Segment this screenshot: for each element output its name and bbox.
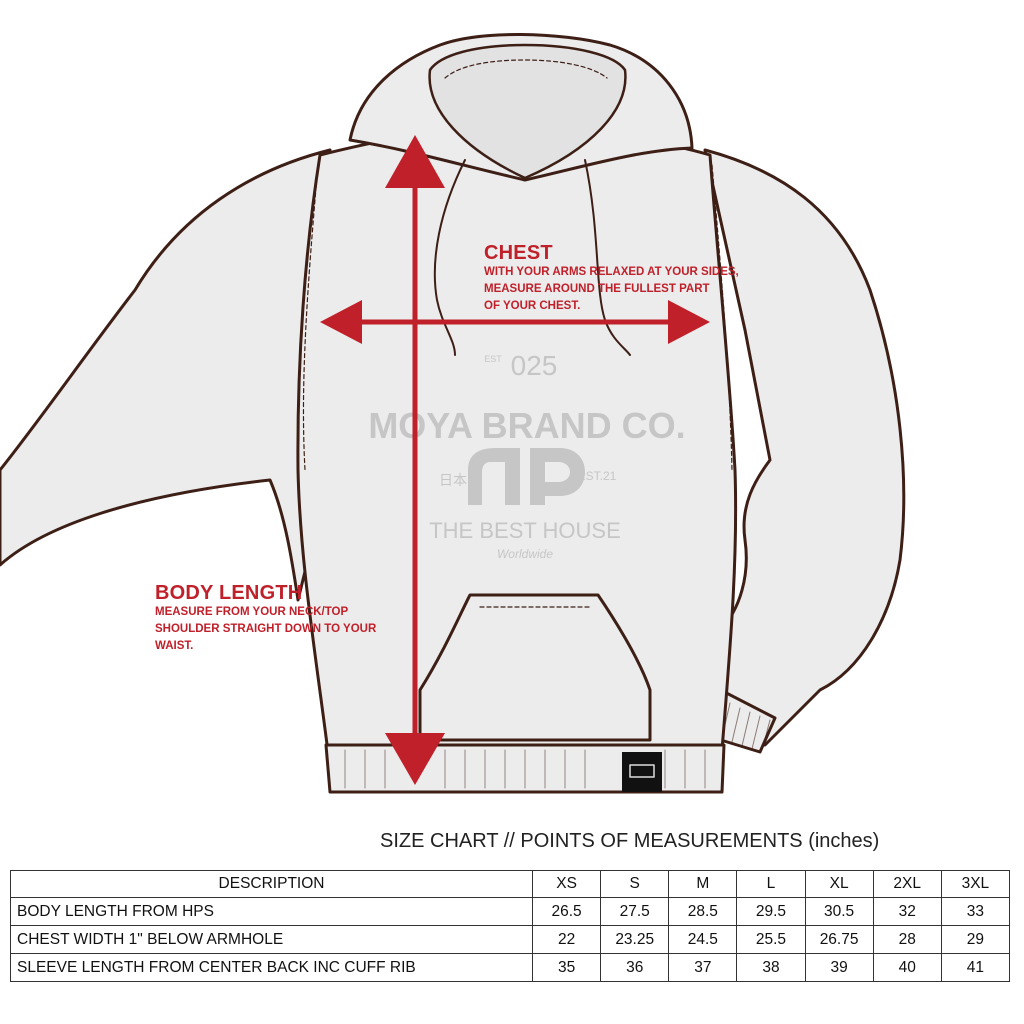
body-length-arrow-top-head <box>385 135 445 188</box>
table-row: BODY LENGTH FROM HPS 26.5 27.5 28.5 29.5… <box>9 897 1011 926</box>
table-cell: 40 <box>872 953 942 982</box>
table-cell: 26.5 <box>532 897 602 926</box>
table-cell: 41 <box>940 953 1011 982</box>
table-cell: 30.5 <box>804 897 874 926</box>
print-right-mark: EST.21 <box>578 469 617 483</box>
size-chart-table: DESCRIPTION XS S M L XL 2XL 3XL BODY LEN… <box>9 870 1011 982</box>
table-cell: 33 <box>940 897 1011 926</box>
table-cell: 29 <box>940 925 1011 954</box>
row-chest-width-label: CHEST WIDTH 1" BELOW ARMHOLE <box>9 925 534 954</box>
row-body-length-label: BODY LENGTH FROM HPS <box>9 897 534 926</box>
table-cell: 39 <box>804 953 874 982</box>
table-cell: 37 <box>668 953 738 982</box>
body-length-heading: BODY LENGTH <box>155 582 303 604</box>
table-cell: 28.5 <box>668 897 738 926</box>
chest-arrow-left-head <box>320 300 362 344</box>
table-cell: 24.5 <box>668 925 738 954</box>
waistband-ribbing <box>344 749 706 789</box>
hoodie-illustration: EST 025 MOYA BRAND CO. 日本 EST.21 THE BES… <box>0 33 906 794</box>
table-header-row: DESCRIPTION XS S M L XL 2XL 3XL <box>9 870 1011 898</box>
chest-description: WITH YOUR ARMS RELAXED AT YOUR SIDES, ME… <box>484 266 739 312</box>
hood-stitch <box>444 59 608 79</box>
hoodie-drawing <box>0 33 906 794</box>
hem-label-mark <box>629 764 655 778</box>
print-brand: MOYA BRAND CO. <box>368 405 685 446</box>
hem-label <box>622 752 662 792</box>
print-est-small: EST <box>484 354 502 364</box>
table-cell: 25.5 <box>736 925 806 954</box>
size-chart-title: SIZE CHART // POINTS OF MEASUREMENTS (in… <box>380 830 880 852</box>
header-description: DESCRIPTION <box>9 870 534 898</box>
header-m: M <box>668 870 738 898</box>
left-sleeve <box>0 148 332 602</box>
body-length-description: MEASURE FROM YOUR NECK/TOP SHOULDER STRA… <box>155 606 377 652</box>
table-row: CHEST WIDTH 1" BELOW ARMHOLE 22 23.25 24… <box>9 925 1011 954</box>
header-xl: XL <box>804 870 874 898</box>
row-sleeve-length-label: SLEEVE LENGTH FROM CENTER BACK INC CUFF … <box>9 953 534 982</box>
chest-heading: CHEST <box>484 242 553 264</box>
print-logo-icon <box>468 448 585 505</box>
print-tagline: THE BEST HOUSE <box>429 518 621 543</box>
table-cell: 23.25 <box>600 925 670 954</box>
chest-callout: CHEST WITH YOUR ARMS RELAXED AT YOUR SID… <box>484 242 784 315</box>
hood-opening <box>428 43 627 180</box>
table-cell: 28 <box>872 925 942 954</box>
chest-arrow-right-head <box>668 300 710 344</box>
table-cell: 32 <box>872 897 942 926</box>
table-cell: 22 <box>532 925 602 954</box>
table-cell: 29.5 <box>736 897 806 926</box>
left-side-seam <box>302 164 319 471</box>
table-cell: 36 <box>600 953 670 982</box>
kangaroo-pocket <box>418 593 652 742</box>
header-2xl: 2XL <box>872 870 942 898</box>
measurement-arrows <box>320 135 710 785</box>
print-script: Worldwide <box>497 547 553 561</box>
right-side-seam <box>711 164 733 471</box>
drawstring-left <box>433 159 466 356</box>
print-number: 025 <box>511 350 558 381</box>
header-l: L <box>736 870 806 898</box>
right-sleeve <box>688 148 906 747</box>
print-left-mark: 日本 <box>439 472 467 488</box>
drawstring-right <box>584 159 631 356</box>
chest-print: EST 025 MOYA BRAND CO. 日本 EST.21 THE BES… <box>368 350 685 561</box>
table-row: SLEEVE LENGTH FROM CENTER BACK INC CUFF … <box>9 953 1011 982</box>
body-length-arrow-bottom-head <box>385 733 445 785</box>
table-cell: 27.5 <box>600 897 670 926</box>
header-xs: XS <box>532 870 602 898</box>
table-cell: 38 <box>736 953 806 982</box>
table-cell: 35 <box>532 953 602 982</box>
header-3xl: 3XL <box>940 870 1011 898</box>
table-cell: 26.75 <box>804 925 874 954</box>
body-length-callout: BODY LENGTH MEASURE FROM YOUR NECK/TOP S… <box>155 582 425 655</box>
header-s: S <box>600 870 670 898</box>
